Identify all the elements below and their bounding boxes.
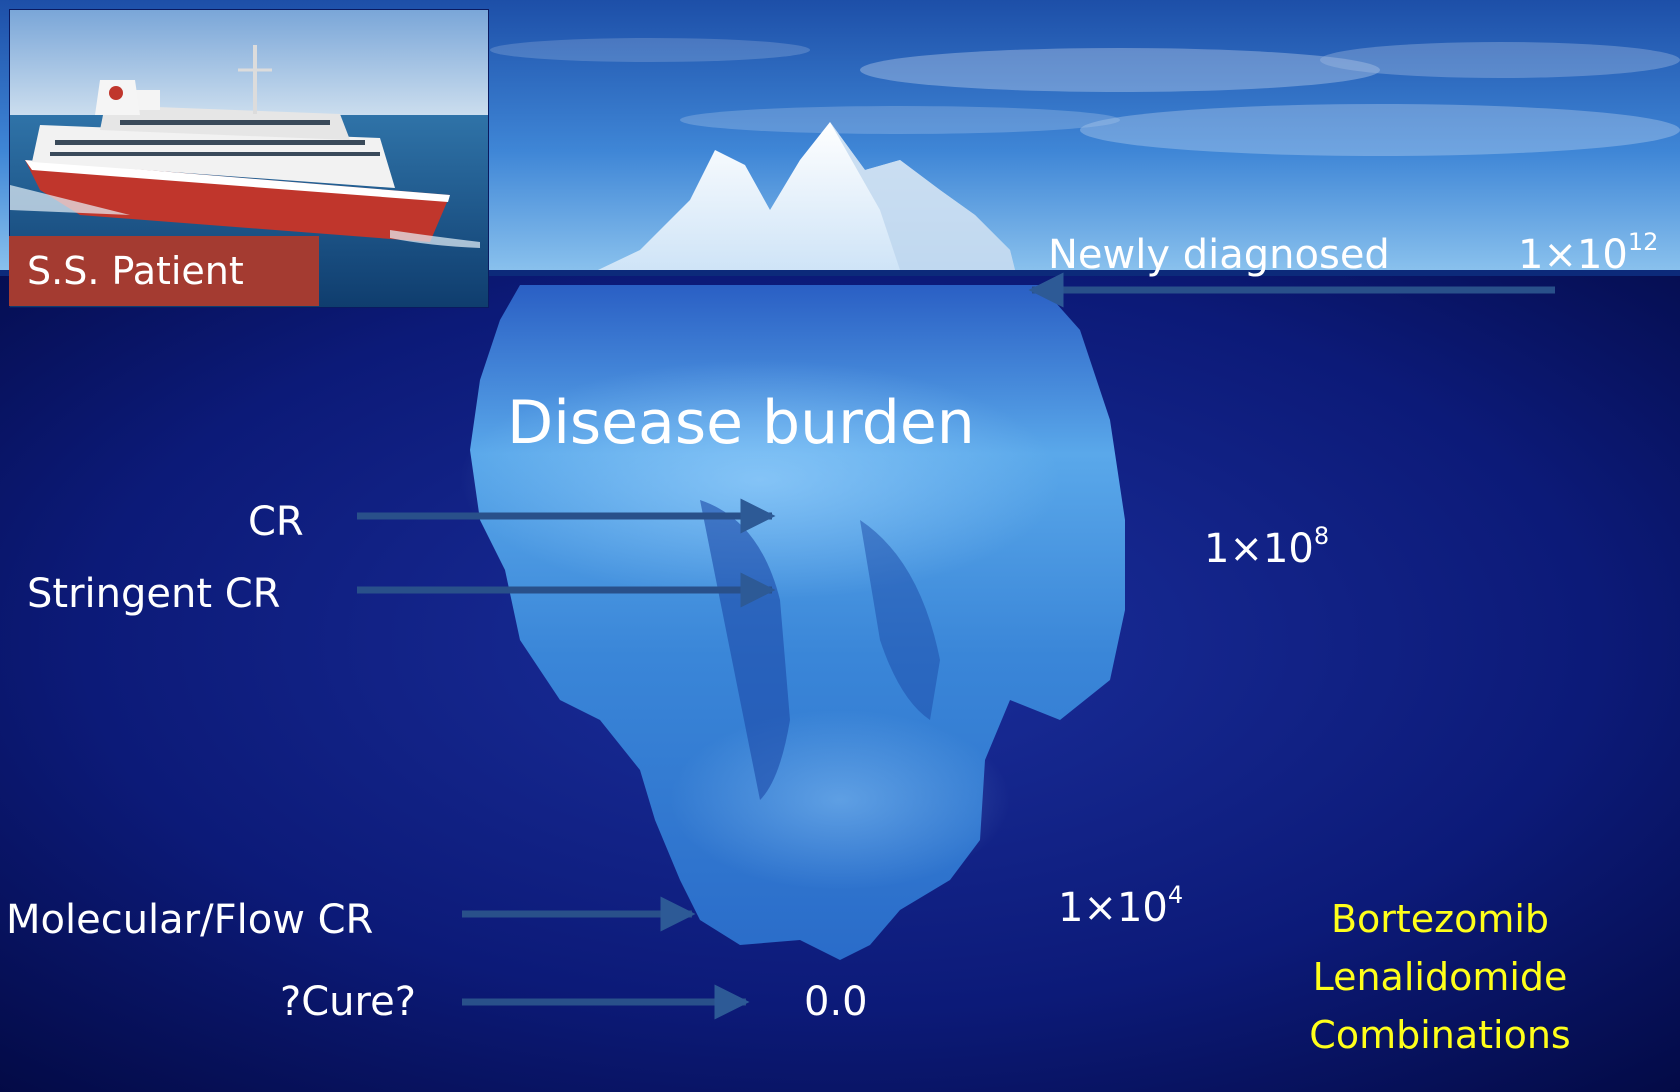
level-label-stringent-cr: Stringent CR — [27, 574, 280, 614]
ship-label: S.S. Patient — [9, 236, 319, 306]
level-label-molecular-cr: Molecular/Flow CR — [6, 900, 373, 940]
burden-value-1e4: 1×104 — [1058, 888, 1183, 928]
newly-diagnosed-value: 1×1012 — [1518, 235, 1658, 275]
burden-value-zero: 0.0 — [804, 982, 868, 1022]
diagram-title: Disease burden — [507, 393, 975, 453]
burden-value-1e8: 1×108 — [1204, 529, 1329, 569]
newly-diagnosed-label: Newly diagnosed — [1048, 235, 1390, 275]
level-label-cure: ?Cure? — [280, 982, 416, 1022]
therapy-item: Combinations — [1290, 1006, 1590, 1064]
therapy-list: Bortezomib Lenalidomide Combinations — [1290, 890, 1590, 1064]
therapy-item: Bortezomib — [1290, 890, 1590, 948]
level-label-cr: CR — [248, 502, 304, 542]
therapy-item: Lenalidomide — [1290, 948, 1590, 1006]
